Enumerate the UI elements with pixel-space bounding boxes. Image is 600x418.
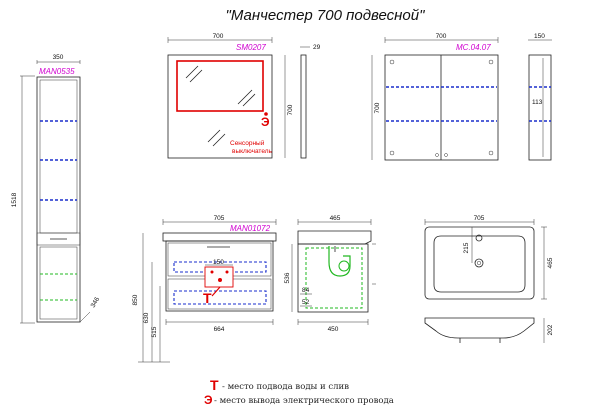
- mirror-backlight-area: [176, 60, 264, 112]
- mirror-sensor-note: Сенсорный: [230, 139, 265, 147]
- cabinet-width-label: 700: [436, 33, 447, 40]
- sink-top-view: 705 215 465: [424, 215, 554, 300]
- sink-width-label: 705: [474, 215, 485, 222]
- vanity-code: MAN01072: [230, 224, 271, 233]
- vanity-dim-630: 630: [143, 312, 150, 323]
- cabinet-height-label: 700: [374, 102, 381, 113]
- vanity-side-body: [297, 243, 369, 313]
- mirror-electric-mark-icon: Э: [261, 115, 270, 129]
- pencil-case-drawer: [36, 232, 81, 246]
- vanity-dim-84: 84: [302, 287, 310, 294]
- mirror-code: SM0207: [236, 43, 266, 52]
- vanity-width-label: 705: [214, 215, 225, 222]
- sink-bowl: [433, 235, 526, 293]
- vanity-water-mark-icon: Т: [203, 290, 212, 306]
- vanity-dim-150: 150: [213, 259, 224, 266]
- vanity-dim-52: 52: [302, 299, 310, 306]
- vanity-dim-515: 515: [151, 326, 158, 337]
- cabinet-side-width-label: 150: [534, 33, 545, 40]
- mirror-depth-label: 29: [313, 44, 321, 51]
- vanity-side-height-label: 536: [284, 272, 291, 283]
- pencil-case-code: MAN0535: [39, 67, 75, 76]
- vanity-side-basin: [297, 230, 372, 245]
- vanity-inner-width-label: 664: [214, 326, 225, 333]
- mirror-body: [167, 54, 273, 159]
- vanity-body: [165, 240, 274, 312]
- pencil-case-width-label: 350: [53, 54, 64, 61]
- vanity-side-view: 465 536 84 52 450: [284, 215, 376, 333]
- mirror-height-label: 700: [287, 104, 294, 115]
- pencil-case-body: [36, 76, 81, 323]
- pencil-case-depth-label: 346: [90, 296, 102, 309]
- mirror-side-view: [300, 54, 307, 159]
- vanity-side-depth-label: 465: [330, 215, 341, 222]
- mirror-front-view: 700 SM0207 700 Э Сенсорный выключатель 2…: [167, 33, 321, 159]
- mirror-width-label: 700: [213, 33, 224, 40]
- legend-electric-symbol: Э: [204, 393, 213, 407]
- cabinet-code: MC.04.07: [456, 43, 491, 52]
- legend: Т - место подвода воды и слив Э - место …: [204, 377, 394, 407]
- pencil-case-height-label: 1518: [11, 192, 18, 207]
- pencil-case-upper-door: [39, 79, 78, 234]
- pencil-case-lower-door: [39, 246, 78, 320]
- tap-hole-icon: [475, 234, 483, 242]
- legend-electric-text: - место вывода электрического провода: [214, 396, 394, 406]
- cabinet-side-view: [528, 54, 552, 161]
- sink-depth-label: 465: [547, 257, 554, 268]
- pencil-case-view: 350 MAN0535 1518 346: [11, 54, 102, 324]
- siphon-icon: [328, 246, 351, 277]
- vanity-height-label: 850: [132, 294, 139, 305]
- sink-outline: [424, 226, 535, 300]
- mirror-cabinet-view: 700 MC.04.07 700 150 113: [371, 33, 552, 161]
- drawing-title: "Манчестер 700 подвесной": [226, 7, 426, 24]
- sink-side-outline: [424, 317, 535, 339]
- cabinet-shelf-gap-label: 113: [532, 99, 543, 106]
- sink-tap-offset-label: 215: [463, 242, 470, 253]
- sink-side-view: 202: [424, 317, 554, 343]
- drain-icon: [474, 258, 484, 268]
- mirror-sensor-note-2: выключатель: [232, 148, 273, 155]
- vanity-side-bottom-label: 450: [328, 326, 339, 333]
- vanity-plumbing-zone: [204, 266, 234, 288]
- legend-water-text: - место подвода воды и слив: [222, 382, 349, 392]
- vanity-front-view: 705 MAN01072 150 Т 664 850 630 515: [132, 215, 277, 363]
- legend-water-symbol: Т: [210, 377, 219, 393]
- sink-height-label: 202: [547, 324, 554, 335]
- vanity-countertop: [162, 232, 277, 242]
- cabinet-body: [384, 54, 499, 161]
